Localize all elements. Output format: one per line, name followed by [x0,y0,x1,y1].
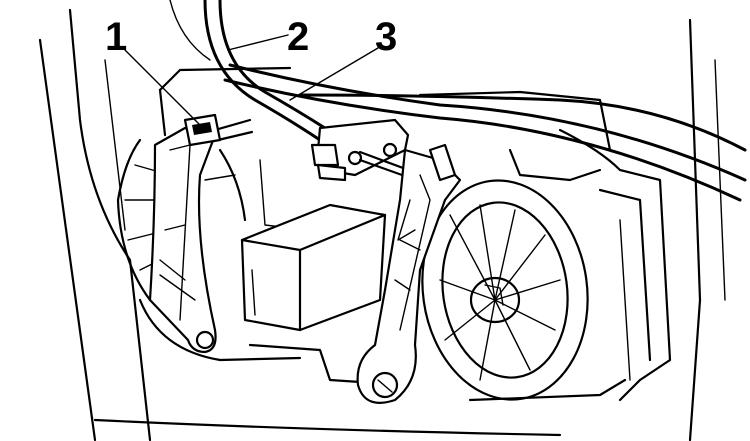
callout-3: 3 [375,15,397,59]
left-fan-wheel [116,138,247,302]
right-body-frame [688,18,726,441]
callout-1: 1 [105,15,127,59]
left-lever-arm [148,113,222,354]
leader-lines [124,34,379,126]
callout-2: 2 [287,15,309,59]
right-lever-arm [356,143,462,404]
heater-housing [138,66,672,402]
control-cables [169,0,747,202]
blower-motor-box [240,203,387,332]
cable-clamp [310,118,432,187]
right-fan-wheel [421,179,589,401]
